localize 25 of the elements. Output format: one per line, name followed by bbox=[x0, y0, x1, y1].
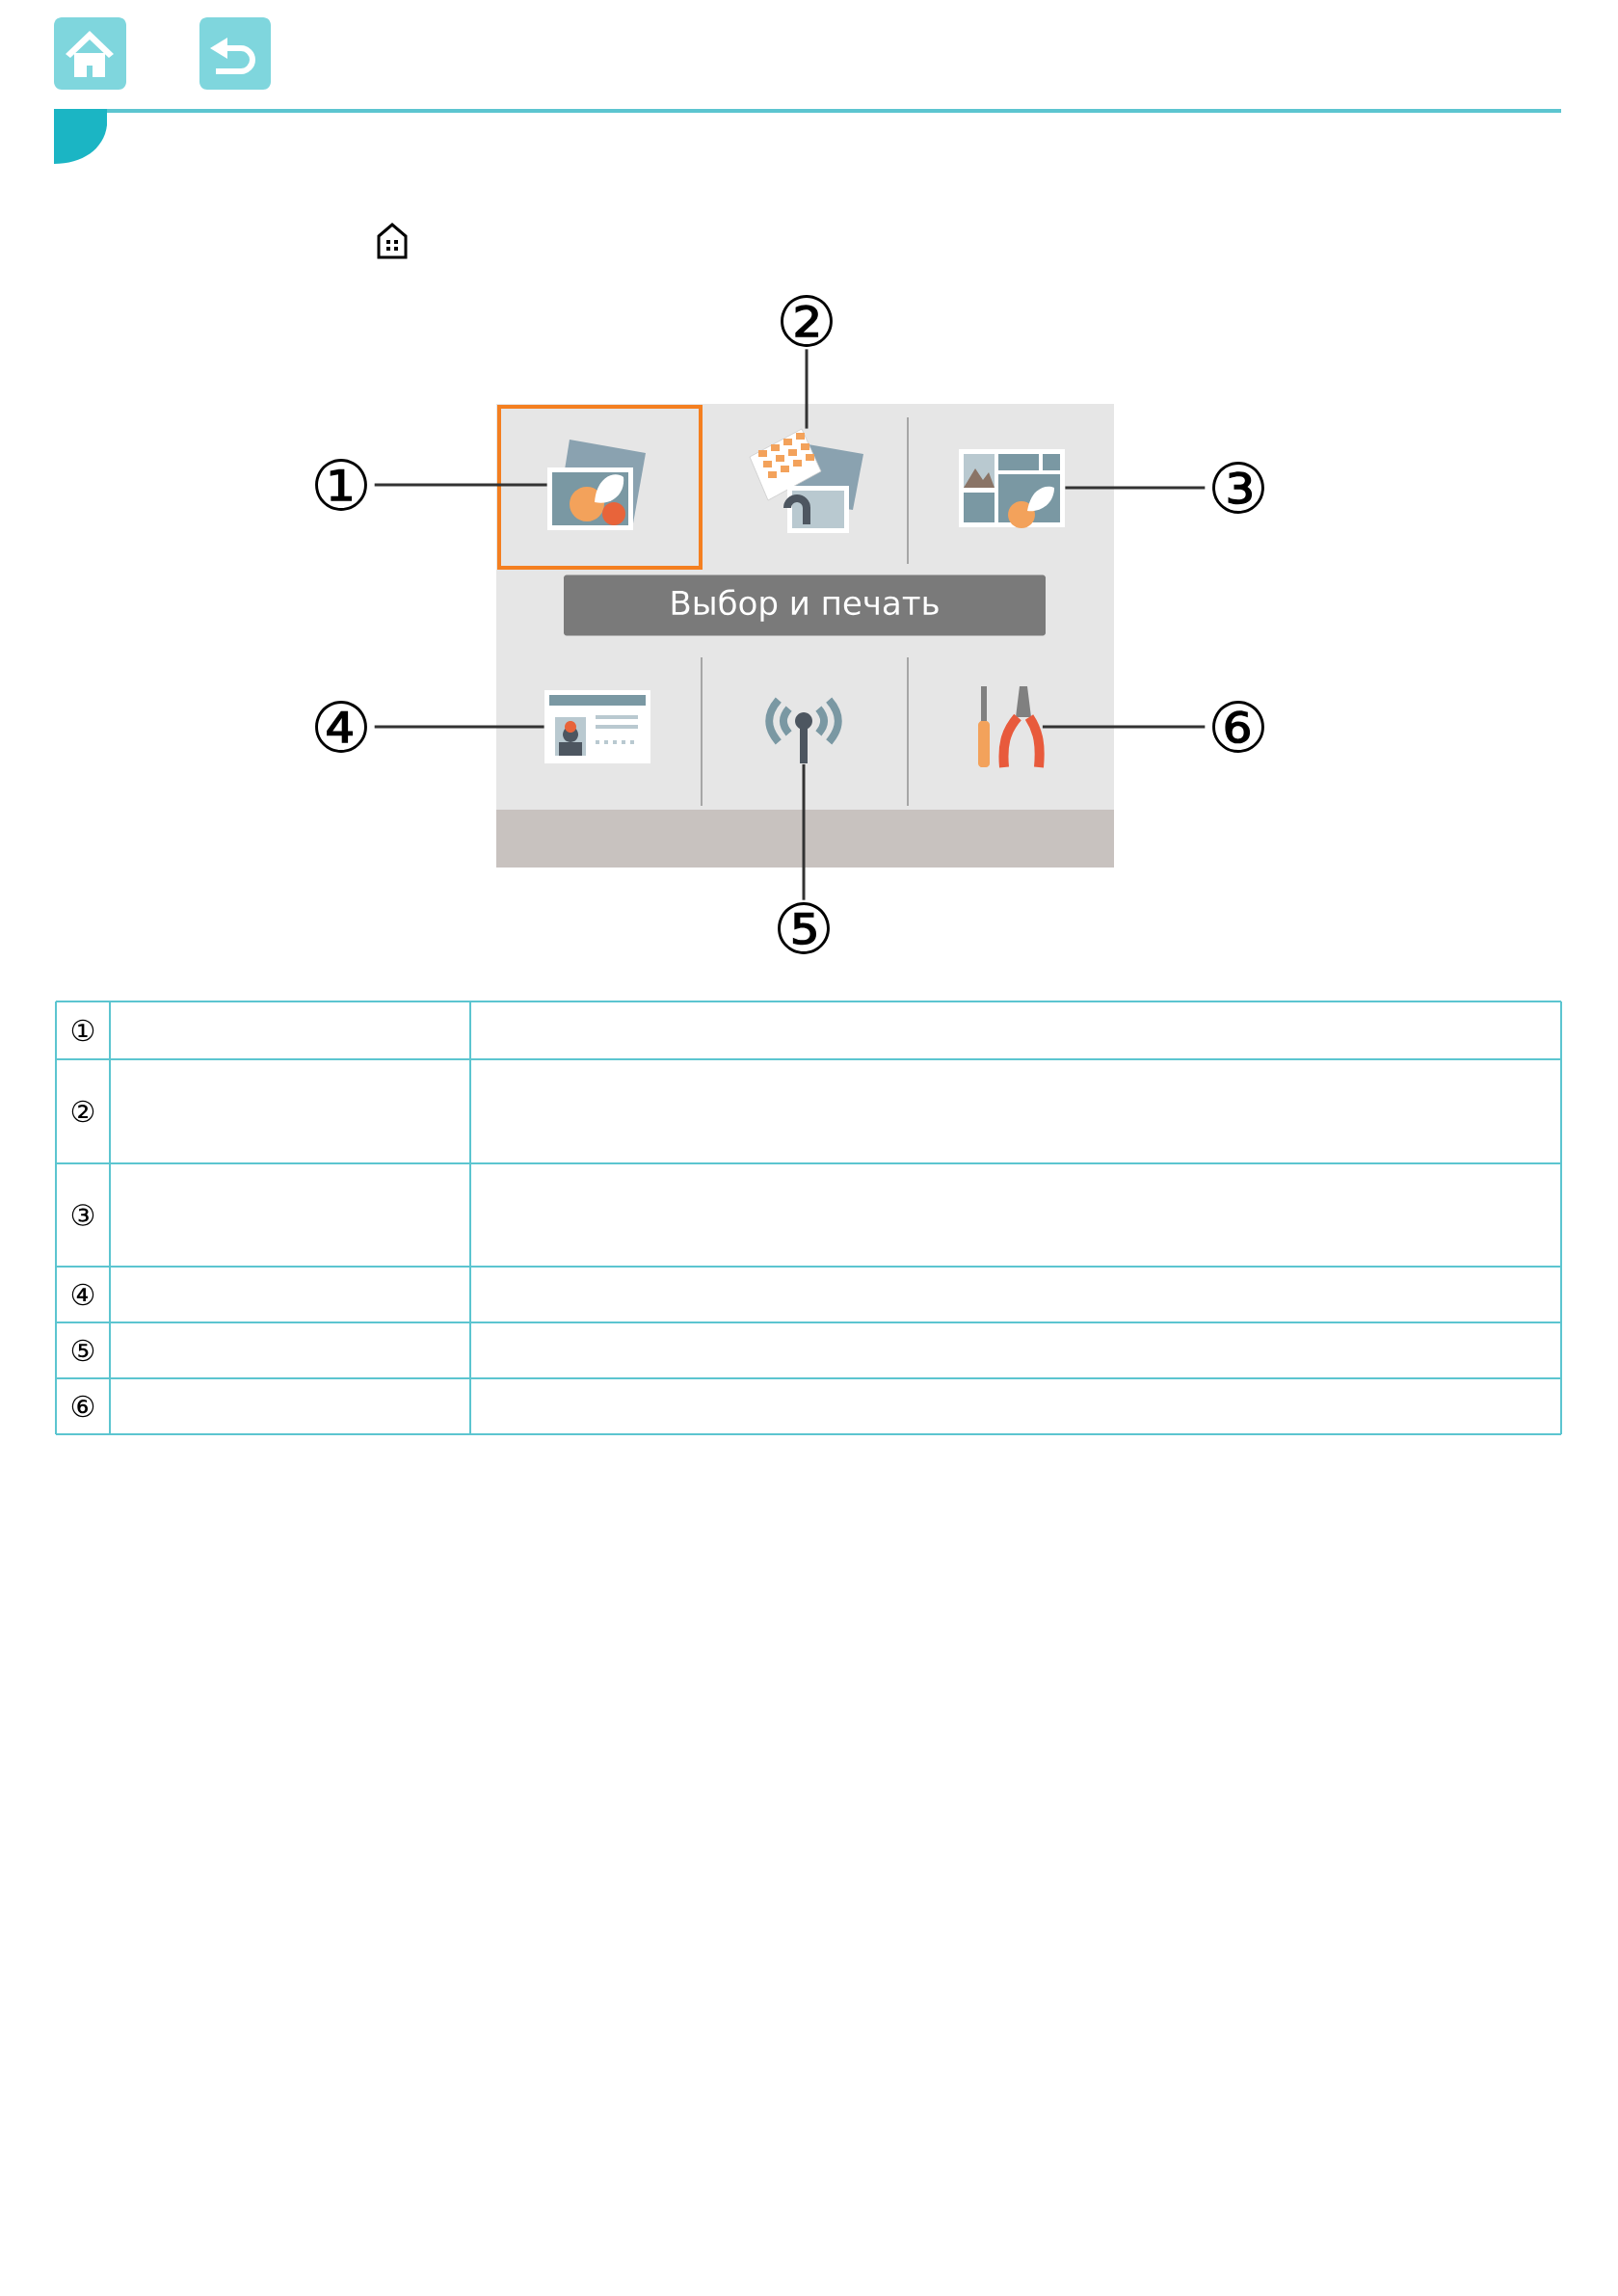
row-number: ⑤ bbox=[71, 1339, 94, 1362]
tools-icon bbox=[978, 686, 1045, 768]
row-number: ③ bbox=[71, 1204, 94, 1226]
photo-icon bbox=[547, 440, 646, 530]
leader-line bbox=[1065, 486, 1206, 490]
callout-number: ⑥ bbox=[1205, 699, 1272, 755]
antenna-icon bbox=[765, 697, 842, 763]
row-number: ② bbox=[71, 1100, 94, 1123]
leader-line bbox=[802, 763, 806, 900]
leader-line bbox=[805, 349, 809, 429]
callout-number: ③ bbox=[1205, 460, 1272, 516]
leader-line bbox=[1042, 725, 1206, 729]
leader-line bbox=[374, 483, 547, 487]
row-number: ① bbox=[71, 1019, 94, 1042]
callout-number: ② bbox=[773, 293, 840, 349]
callout-number: ⑤ bbox=[770, 900, 837, 956]
row-number: ④ bbox=[71, 1283, 94, 1306]
leader-line bbox=[374, 725, 544, 729]
row-number: ⑥ bbox=[71, 1395, 94, 1418]
callout-number: ① bbox=[307, 457, 375, 513]
id-card-icon bbox=[544, 690, 650, 763]
callout-number: ④ bbox=[307, 699, 375, 755]
photo-layout-icon bbox=[749, 428, 863, 533]
collage-icon bbox=[959, 449, 1065, 528]
menu-title-bar: Выбор и печать bbox=[564, 574, 1046, 636]
